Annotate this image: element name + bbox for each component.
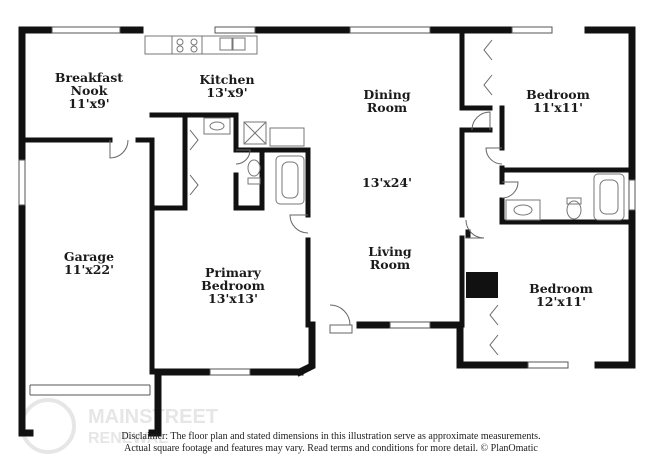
window-living <box>389 321 431 329</box>
windows <box>18 26 636 376</box>
window-bedroom-top <box>511 26 553 34</box>
sink-icon <box>219 37 233 51</box>
door-primary <box>289 214 309 234</box>
linen-primary <box>269 127 305 147</box>
window-bath <box>628 179 636 211</box>
label-garage-size: 11'x22' <box>64 262 114 277</box>
disclaimer-line1: Disclaimer: The floor plan and stated di… <box>121 431 540 442</box>
toilet-primary-icon <box>247 159 261 177</box>
window-bedroom-bottom <box>527 361 569 369</box>
watermark-logo <box>20 398 76 454</box>
label-dining-2: Room <box>367 100 407 115</box>
watermark-line1: MAINSTREET <box>88 406 218 428</box>
label-kitchen-size: 13'x9' <box>206 85 247 100</box>
label-bedroom-bottom: Bedroom <box>529 281 593 296</box>
label-garage: Garage <box>64 249 114 264</box>
watermark-line2: RENEWAL <box>88 430 168 447</box>
label-dining: Dining <box>363 87 411 102</box>
vanity-hall-icon <box>505 199 541 221</box>
room-labels: Breakfast Nook 11'x9' Kitchen 13'x9' Din… <box>55 70 593 309</box>
window-kitchen <box>214 26 256 34</box>
closet-door-bed-top-b <box>483 74 493 96</box>
exterior-walls <box>18 26 636 437</box>
bath-fixtures <box>203 117 625 221</box>
door-hall-bath <box>485 147 503 165</box>
disclaimer-line2: Actual square footage and features may v… <box>124 443 538 454</box>
door-bath-2 <box>501 181 519 199</box>
closet-door-primary-a <box>189 129 199 151</box>
watermark: MAINSTREET RENEWAL <box>20 398 218 454</box>
stove-icon <box>171 35 203 55</box>
door-garage <box>109 139 129 159</box>
window-dining <box>349 26 431 34</box>
door-bedroom-top <box>471 111 491 131</box>
toilet-hall-icon <box>566 200 582 220</box>
vanity-primary-icon <box>203 117 231 135</box>
window-garage <box>18 159 26 206</box>
label-bedroom-top: Bedroom <box>526 87 590 102</box>
label-breakfast-nook-size: 11'x9' <box>68 96 109 111</box>
closet-door-primary-b <box>189 174 199 196</box>
label-bedroom-top-size: 11'x11' <box>533 100 583 115</box>
closet-door-bed-bottom-a <box>489 304 499 326</box>
label-living-2: Room <box>370 257 410 272</box>
label-bedroom-bottom-size: 12'x11' <box>536 294 586 309</box>
label-primary-1: Primary <box>205 265 262 280</box>
kitchen-counter <box>144 35 258 55</box>
label-living: Living <box>368 244 412 259</box>
door-entry <box>329 304 351 326</box>
closet-door-bed-top-a <box>483 39 493 61</box>
door-bath-primary <box>235 149 251 165</box>
window-primary <box>209 368 251 376</box>
label-breakfast-nook-1: Breakfast <box>55 70 123 85</box>
fireplace-block <box>466 272 498 298</box>
label-primary-size: 13'x13' <box>208 291 258 306</box>
closet-door-bed-bottom-b <box>489 334 499 356</box>
shower-primary-icon <box>243 121 267 145</box>
window-nook <box>51 26 121 34</box>
doors <box>109 39 519 356</box>
door-entry-step <box>329 324 353 334</box>
label-breakfast-nook-2: Nook <box>71 83 108 98</box>
label-living-dining-size: 13'x24' <box>362 175 412 190</box>
label-kitchen: Kitchen <box>199 72 254 87</box>
garage-door <box>29 384 151 396</box>
label-primary-2: Bedroom <box>201 278 265 293</box>
interior-walls <box>19 27 635 375</box>
door-bedroom-bottom <box>465 219 485 239</box>
tub-primary-icon <box>275 155 305 205</box>
tub-hall-icon <box>593 173 625 221</box>
